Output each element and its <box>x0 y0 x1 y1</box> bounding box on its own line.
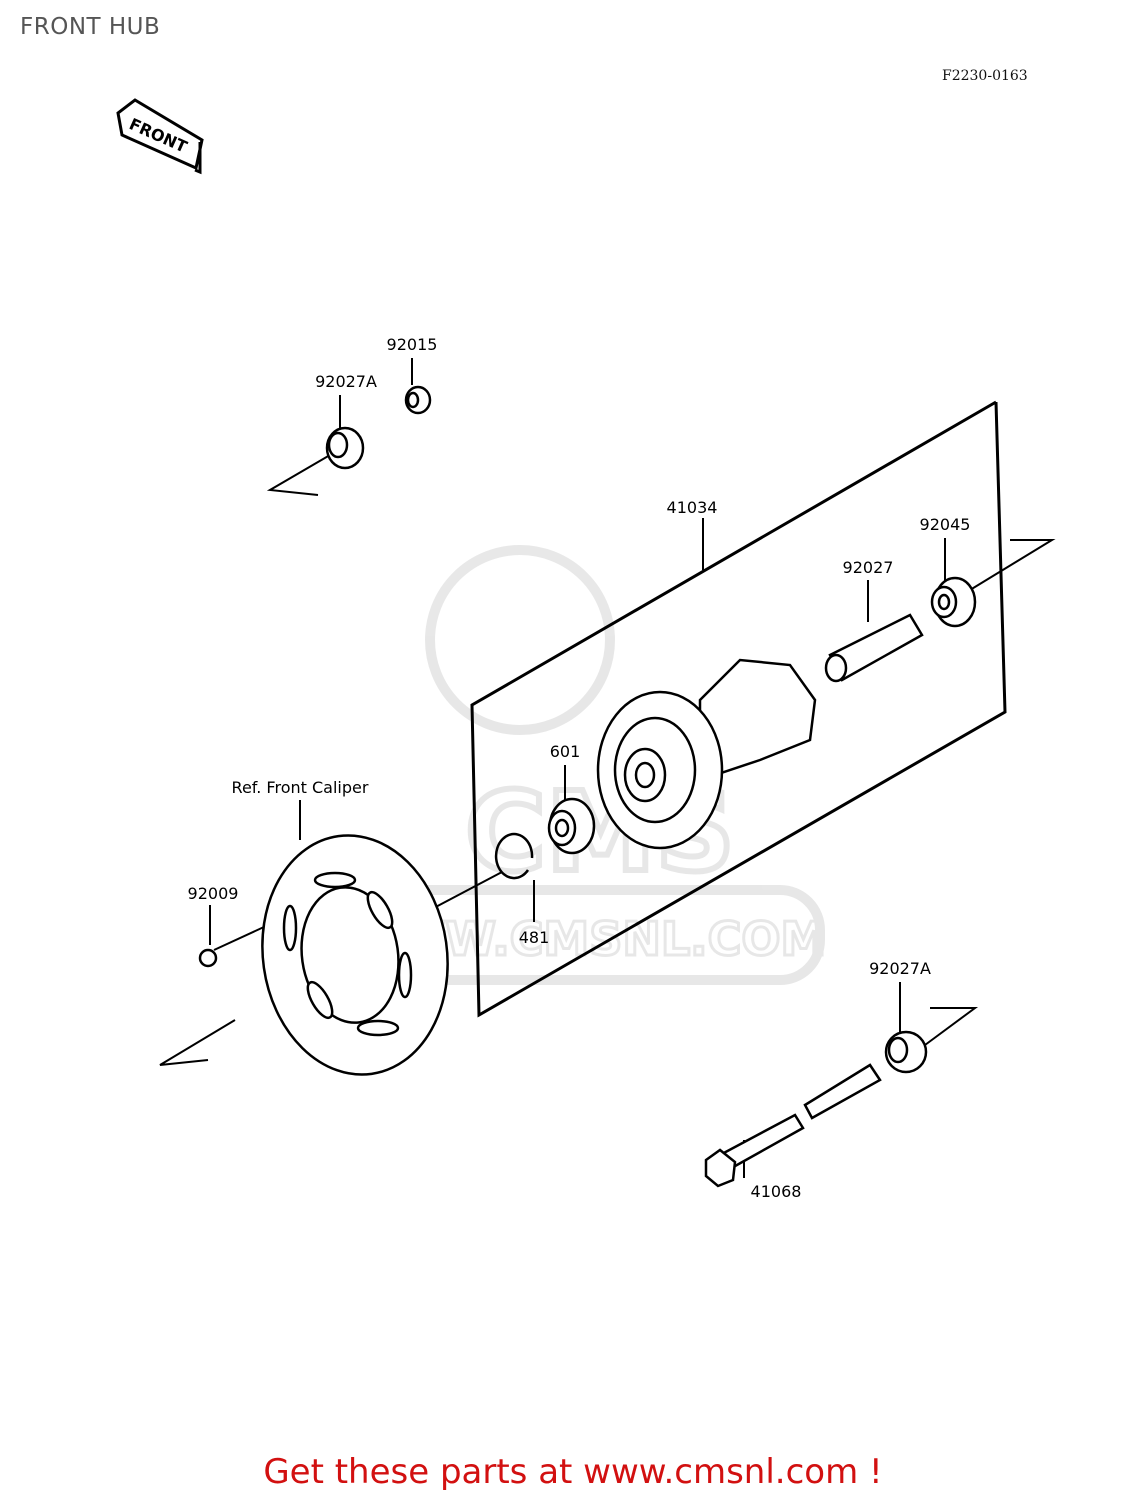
footer-cta-link[interactable]: Get these parts at www.cmsnl.com ! <box>263 1452 883 1492</box>
watermark-logo-icon <box>425 545 615 735</box>
parts-diagram: CMS WWW.CMSNL.COM FRONT <box>116 98 1056 1201</box>
nut-92015 <box>404 385 432 415</box>
part-label-601: 601 <box>550 742 581 761</box>
part-label-41034: 41034 <box>667 498 718 517</box>
front-arrow-icon: FRONT <box>116 98 204 175</box>
screw-92009 <box>198 948 218 968</box>
hub-frame <box>470 400 1007 1018</box>
part-label-92045: 92045 <box>920 515 971 534</box>
bearing-92045 <box>930 576 977 628</box>
collar-92027a-bottom <box>884 1030 928 1074</box>
part-label-92027a-top: 92027A <box>315 372 377 391</box>
part-label-ref-front-caliper: Ref. Front Caliper <box>232 778 369 797</box>
spacer-92027 <box>824 613 924 683</box>
bearing-601 <box>547 797 596 855</box>
circlip-481 <box>494 832 534 880</box>
part-label-92027a-bottom: 92027A <box>869 959 931 978</box>
axle-41068 <box>704 1063 882 1188</box>
part-label-41068: 41068 <box>751 1182 802 1201</box>
page-title: FRONT HUB <box>20 14 161 40</box>
part-label-481: 481 <box>519 928 550 947</box>
part-label-92027: 92027 <box>843 558 894 577</box>
part-label-92015: 92015 <box>387 335 438 354</box>
part-label-92009: 92009 <box>188 884 239 903</box>
collar-92027a-top <box>325 426 365 470</box>
figure-code: F2230-0163 <box>942 68 1028 84</box>
brake-disc <box>261 834 449 1076</box>
hub-41034 <box>596 658 817 850</box>
